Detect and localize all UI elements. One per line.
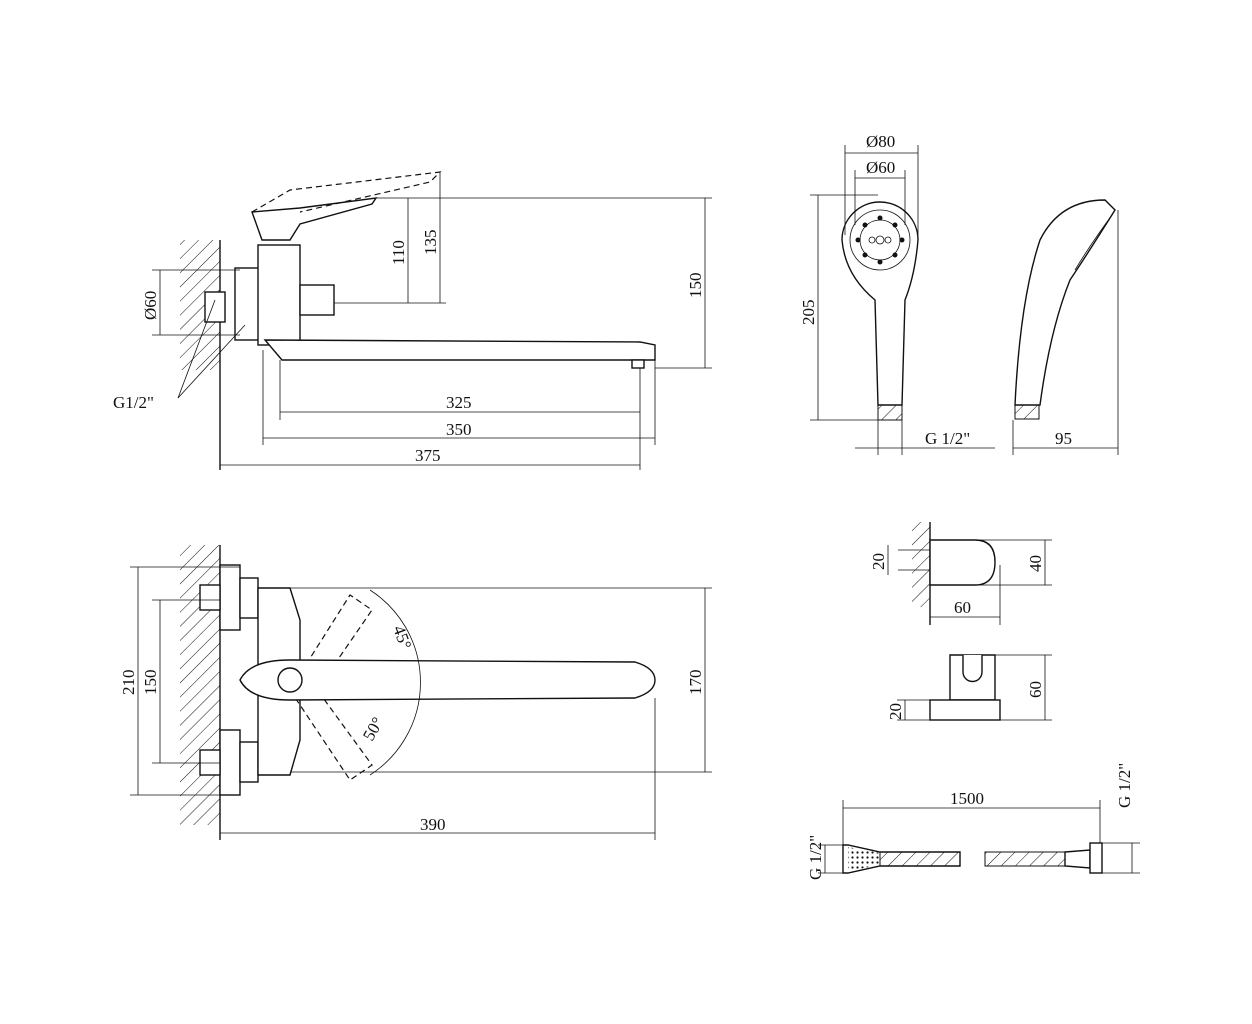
dim-205: 205 (799, 300, 818, 326)
holder-dim-20: 20 (869, 553, 888, 570)
dim-210: 210 (119, 670, 138, 696)
dim-390: 390 (420, 815, 446, 834)
shower-bracket: 20 60 (886, 654, 1052, 721)
shower-head-front: Ø80 Ø60 205 G 1/2" (799, 132, 995, 455)
shower-hose: 1500 G 1/2" G 1/2" (806, 763, 1140, 880)
bracket-dim-60: 60 (1026, 681, 1045, 698)
shower-thread: G 1/2" (925, 429, 970, 448)
angle-50: 50° (359, 714, 387, 744)
dim-110: 110 (389, 240, 408, 265)
dim-diameter-80: Ø80 (866, 132, 895, 151)
dim-375: 375 (415, 446, 441, 465)
dim-350: 350 (446, 420, 472, 439)
shower-head-side: 95 (1012, 199, 1119, 455)
dim-150-top: 150 (141, 670, 160, 696)
angle-45: 45° (389, 623, 415, 652)
bracket-dim-20: 20 (886, 703, 905, 720)
dim-325: 325 (446, 393, 472, 412)
dim-135: 135 (421, 230, 440, 256)
dim-95: 95 (1055, 429, 1072, 448)
holder-dim-40: 40 (1026, 555, 1045, 572)
dim-150: 150 (686, 273, 705, 299)
faucet-side-view: Ø60 G1/2" 110 135 150 325 350 375 (113, 171, 712, 470)
hose-length: 1500 (950, 789, 984, 808)
thread-label: G1/2" (113, 393, 154, 412)
dim-diameter-60-head: Ø60 (866, 158, 895, 177)
wall-holder: 20 40 60 (869, 522, 1052, 625)
faucet-top-view: 45° 50° 210 150 170 390 (119, 545, 712, 840)
dim-170: 170 (686, 670, 705, 696)
holder-dim-60: 60 (954, 598, 971, 617)
hose-thread-right: G 1/2" (1115, 763, 1134, 808)
hose-thread-left: G 1/2" (806, 835, 825, 880)
dim-diameter-60: Ø60 (141, 291, 160, 320)
